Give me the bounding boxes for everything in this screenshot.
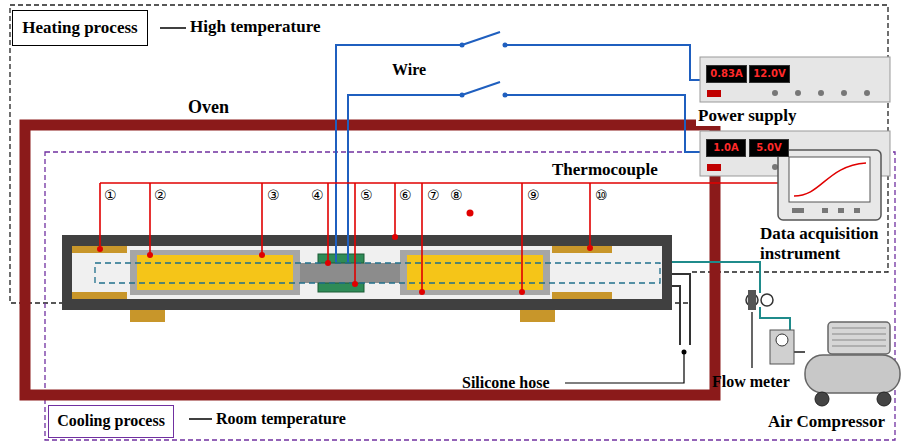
process-box: Cooling process xyxy=(48,405,174,438)
callout-number: ⑤ xyxy=(360,187,373,204)
node-text: 12.0V xyxy=(753,68,785,80)
silicone-hose xyxy=(672,286,680,345)
note-dash xyxy=(160,27,186,29)
digital-display: 12.0V xyxy=(749,65,790,83)
switch-contact xyxy=(460,93,465,98)
wire xyxy=(336,45,700,262)
switch xyxy=(462,82,500,95)
digital-display: 5.0V xyxy=(749,139,789,157)
wheel xyxy=(877,392,891,406)
tank-pipe xyxy=(794,351,805,353)
switch-contact xyxy=(460,43,465,48)
valve-body xyxy=(748,290,756,310)
process-box: Heating process xyxy=(12,10,148,46)
node-text: 5.0V xyxy=(756,142,781,154)
part-label: Data acquisition instrument xyxy=(760,224,902,265)
callout-number: ⑦ xyxy=(427,187,440,204)
logger-curve xyxy=(794,163,866,196)
wire-label: Wire xyxy=(392,60,426,79)
callout-number: ⑧ xyxy=(450,187,463,204)
flow-gauge xyxy=(761,294,773,306)
part-label: Thermocouple xyxy=(552,160,658,180)
support-foot xyxy=(130,310,165,322)
compressor-motor xyxy=(828,322,890,354)
air-tank xyxy=(805,355,900,393)
support-foot xyxy=(520,310,555,322)
part-label: Oven xyxy=(188,97,229,119)
switch-contact xyxy=(503,93,508,98)
callout-number: ② xyxy=(154,187,167,204)
heater xyxy=(318,254,364,263)
callout-number: ⑩ xyxy=(595,187,608,204)
end-cap xyxy=(552,292,612,299)
wire xyxy=(348,95,700,262)
leader-dot xyxy=(682,350,687,355)
callout-number: ③ xyxy=(267,187,280,204)
power-button xyxy=(707,90,721,97)
leader-line xyxy=(751,312,752,368)
part-label: Flow meter xyxy=(712,372,790,391)
power-button xyxy=(707,164,721,171)
pressure-gauge xyxy=(776,334,788,346)
silicone-hose xyxy=(672,262,760,293)
silicone-hose xyxy=(672,274,690,345)
callout-number: ① xyxy=(104,187,117,204)
leader-line xyxy=(565,352,684,383)
sample xyxy=(137,255,293,290)
logger-screen xyxy=(789,157,870,202)
sample-holder xyxy=(130,250,300,295)
power-supply-unit xyxy=(700,57,890,102)
end-cap xyxy=(72,292,127,299)
motor-fins xyxy=(832,328,886,346)
node-text: Cooling process xyxy=(57,412,165,430)
oven-wall xyxy=(25,125,715,395)
switch xyxy=(462,32,500,45)
note-dash xyxy=(189,418,212,420)
tube-shell xyxy=(62,235,672,310)
node-text: Heating process xyxy=(22,18,137,38)
digital-display: 0.83A xyxy=(706,65,747,83)
callout-number: ④ xyxy=(311,187,324,204)
part-label: Power supply xyxy=(696,106,798,126)
node-text: 0.83A xyxy=(710,68,742,80)
silicone-hose xyxy=(760,307,790,330)
process-note: Room temperature xyxy=(216,409,346,428)
data-logger xyxy=(778,150,881,220)
callout-number: ⑥ xyxy=(399,187,412,204)
end-cap xyxy=(72,246,127,253)
part-label: Silicone hose xyxy=(462,373,550,392)
part-label: Air Compressor xyxy=(768,412,885,432)
node-text: 1.0A xyxy=(713,142,738,154)
pressure-regulator xyxy=(770,330,794,364)
tube-bore xyxy=(72,246,662,299)
thermocouple-wire xyxy=(100,183,778,292)
callout-number: ⑨ xyxy=(527,187,540,204)
logger-buttons xyxy=(792,208,860,213)
digital-display: 1.0A xyxy=(706,139,746,157)
air-channel xyxy=(95,263,660,283)
switch-contact xyxy=(503,43,508,48)
measuring-point xyxy=(97,210,593,296)
heating-region xyxy=(10,5,888,303)
middle-bar xyxy=(300,263,400,283)
wheel xyxy=(815,392,829,406)
process-note: High temperature xyxy=(190,17,320,37)
end-cap xyxy=(552,246,612,253)
